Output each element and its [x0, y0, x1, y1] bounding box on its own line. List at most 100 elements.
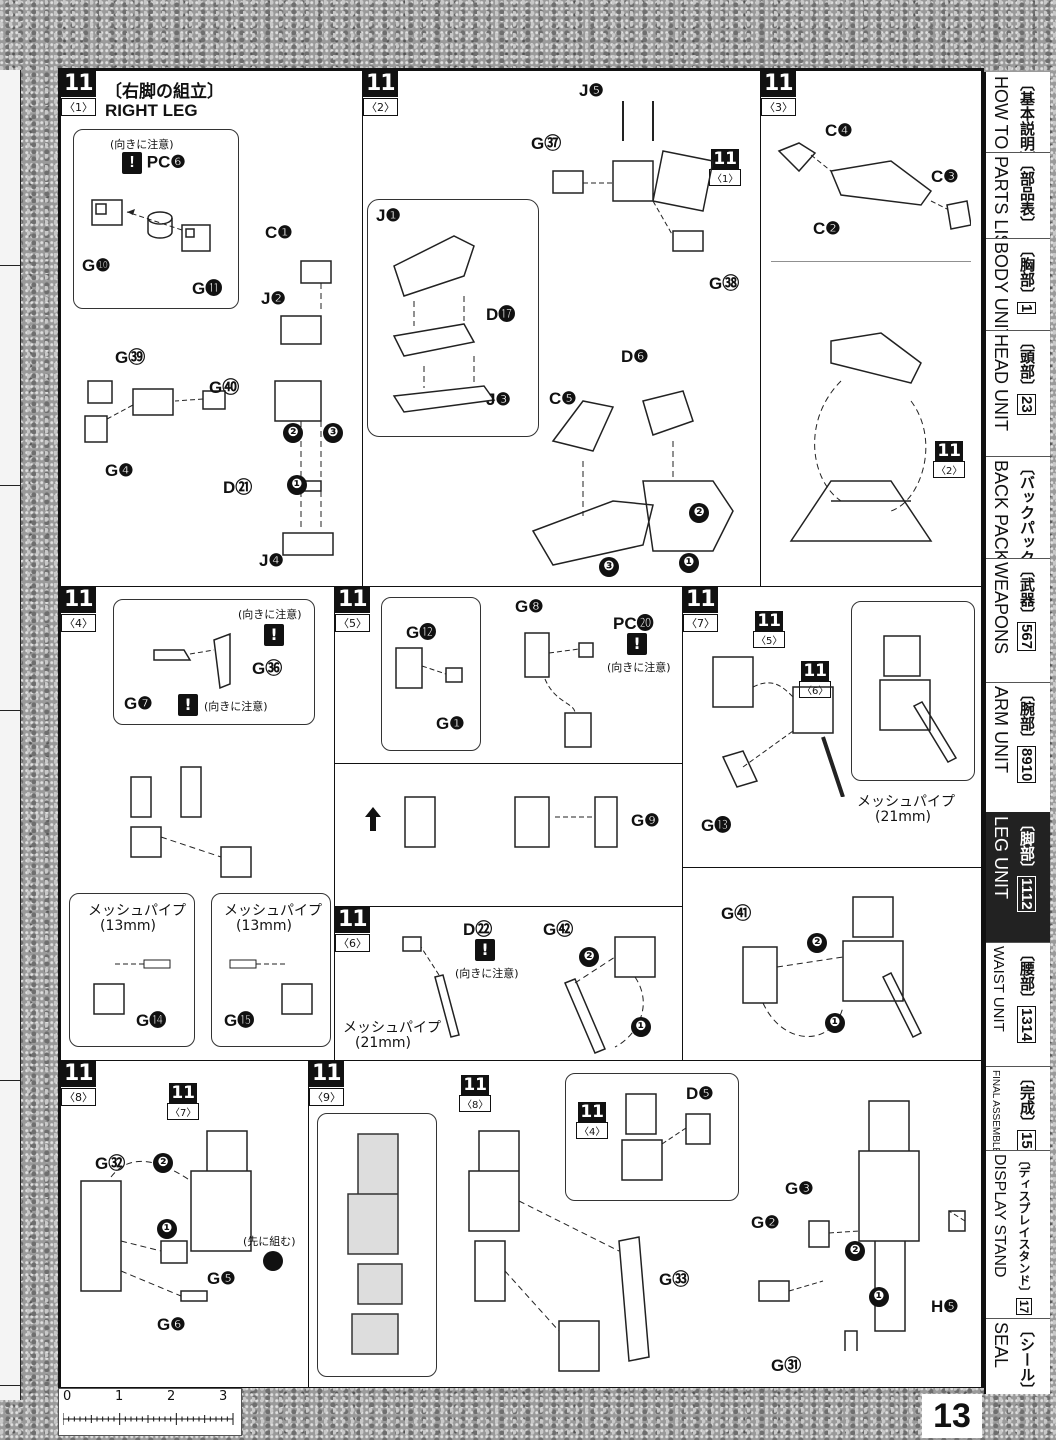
step-panel-8: 11 〈8〉 11 〈7〉 G㉜ (先に組む) G❺ G❻ ❷ ❶ [60, 1060, 310, 1388]
part-label: G⓬ [406, 623, 437, 642]
part-label: C❺ [549, 389, 577, 408]
orientation-note: (向きに注意) [110, 138, 174, 151]
step-number: 11 〈5〉 [335, 587, 370, 632]
parts-diagram [395, 647, 463, 689]
orientation-note: (向きに注意) [607, 661, 671, 674]
part-label: J❶ [376, 206, 401, 225]
parts-diagram [153, 632, 231, 690]
parts-diagram [771, 261, 971, 542]
part-label: G㉛ [771, 1356, 802, 1375]
mesh-pipe-label: メッシュパイプ [88, 903, 186, 919]
subassembly-inset [851, 601, 975, 781]
step-panel-7: 11 〈7〉 11 〈5〉 11 〈6〉 G⓭ メッシュパイプ (21mm) [682, 586, 982, 1062]
part-label: G❿ [82, 256, 111, 275]
part-label: C❶ [265, 223, 293, 242]
divider [741, 1061, 742, 1387]
part-label: C❷ [813, 219, 841, 238]
step-panel-9: 11 〈9〉 11 〈8〉 G㉝ 11 〈4〉 [308, 1060, 982, 1388]
ruler-mark: 2 [167, 1389, 176, 1404]
mesh-pipe-length: (21mm) [875, 809, 932, 825]
mesh-pipe-label: メッシュパイプ [343, 1020, 441, 1036]
mesh-pipe-inset: メッシュパイプ (13mm) G⓯ [211, 893, 331, 1047]
orientation-note: (向きに注意) [238, 608, 302, 621]
step-number: 11 〈9〉 [309, 1061, 344, 1106]
index-tab-parts-list[interactable]: 〔部品表〕PARTS LIST [986, 152, 1050, 239]
subassembly-inset: J❶ D⓱ J❸ [367, 199, 539, 437]
part-label: J❷ [261, 289, 286, 308]
order-marker: ❶ [287, 475, 307, 495]
instruction-sheet: 11 〈1〉 〔右脚の組立〕 RIGHT LEG (向きに注意) ! PC❻ G… [58, 68, 984, 1388]
mesh-pipe-length: (13mm) [100, 918, 157, 934]
section-title-en: RIGHT LEG [105, 101, 198, 120]
step-reference: 11 〈4〉 [576, 1102, 609, 1139]
part-label: G㊴ [115, 348, 146, 367]
ruler-mark: 3 [219, 1389, 228, 1404]
order-marker: ❶ [631, 1017, 651, 1037]
step-panel-5: 11 〈5〉 G⓬ G❶ G❽ PC⓴ ! (向きに注意) [334, 586, 684, 908]
mesh-pipe-inset: メッシュパイプ (13mm) G⓮ [69, 893, 195, 1047]
parts-diagram [130, 766, 252, 878]
subassembly-inset [317, 1113, 437, 1377]
part-label: G㊶ [721, 904, 752, 923]
warning-icon: ! [264, 624, 284, 646]
parts-diagram [229, 959, 313, 1015]
part-label: D㉑ [223, 478, 253, 497]
order-marker: ❷ [689, 503, 709, 523]
ruler-ticks [63, 1413, 234, 1425]
part-label: G㊱ [252, 659, 283, 678]
step-reference: 11 〈5〉 [753, 611, 786, 648]
step-panel-2: 11 〈2〉 J❺ G㊲ 11 〈1〉 G㊳ [362, 70, 762, 588]
part-label: G❼ [124, 694, 153, 713]
parts-diagram [712, 656, 845, 797]
part-label: G❸ [785, 1179, 814, 1198]
warning-icon: ! [475, 939, 495, 961]
parts-diagram [524, 632, 594, 748]
assemble-first-note: (先に組む) [243, 1235, 296, 1248]
warning-icon: ! [122, 152, 142, 174]
order-marker: ❶ [679, 553, 699, 573]
parts-diagram [347, 1133, 403, 1355]
part-label: G❾ [631, 811, 660, 830]
mesh-pipe-label: メッシュパイプ [224, 903, 322, 919]
index-tab-how-to[interactable]: 〔基本説明〕HOW TO [986, 72, 1050, 153]
part-label: G❺ [207, 1269, 236, 1288]
parts-diagram [365, 796, 618, 848]
parts-diagram [621, 1093, 711, 1181]
parts-diagram [392, 235, 496, 413]
step-number: 11 〈4〉 [61, 587, 96, 632]
page-number: 13 [922, 1394, 982, 1438]
orientation-note: (向きに注意) [455, 967, 519, 980]
parts-diagram [93, 959, 171, 1015]
part-label: G⓭ [701, 816, 732, 835]
step-panel-1: 11 〈1〉 〔右脚の組立〕 RIGHT LEG (向きに注意) ! PC❻ G… [60, 70, 364, 588]
index-tab-back-pack-unit[interactable]: 〔バックパック〕4BACK PACK UNIT [986, 456, 1050, 559]
step-number: 11 〈3〉 [761, 71, 796, 116]
parts-diagram [91, 199, 211, 252]
parts-diagram [552, 101, 714, 252]
parts-diagram [402, 936, 460, 1038]
part-label: D❺ [686, 1084, 714, 1103]
part-label: G❹ [105, 461, 134, 480]
order-marker: ❷ [153, 1153, 173, 1173]
part-label: G❷ [751, 1213, 780, 1232]
part-label: D⓱ [486, 305, 516, 324]
part-label: G⓮ [136, 1011, 167, 1030]
step-reference: 11 〈6〉 [799, 661, 832, 698]
order-marker: ❶ [825, 1013, 845, 1033]
part-label: PC⓴ [613, 614, 654, 633]
part-label: J❺ [579, 81, 604, 100]
left-margin-strip [0, 70, 21, 1400]
part-label: G㉜ [95, 1154, 126, 1173]
step-panel-4: 11 〈4〉 (向きに注意) ! G㊱ G❼ ! (向きに注意) メッシ [60, 586, 336, 1062]
ruler-mark: 0 [63, 1389, 72, 1404]
index-tab-seal[interactable]: 〔シール〕SEAL [991, 1322, 1035, 1394]
